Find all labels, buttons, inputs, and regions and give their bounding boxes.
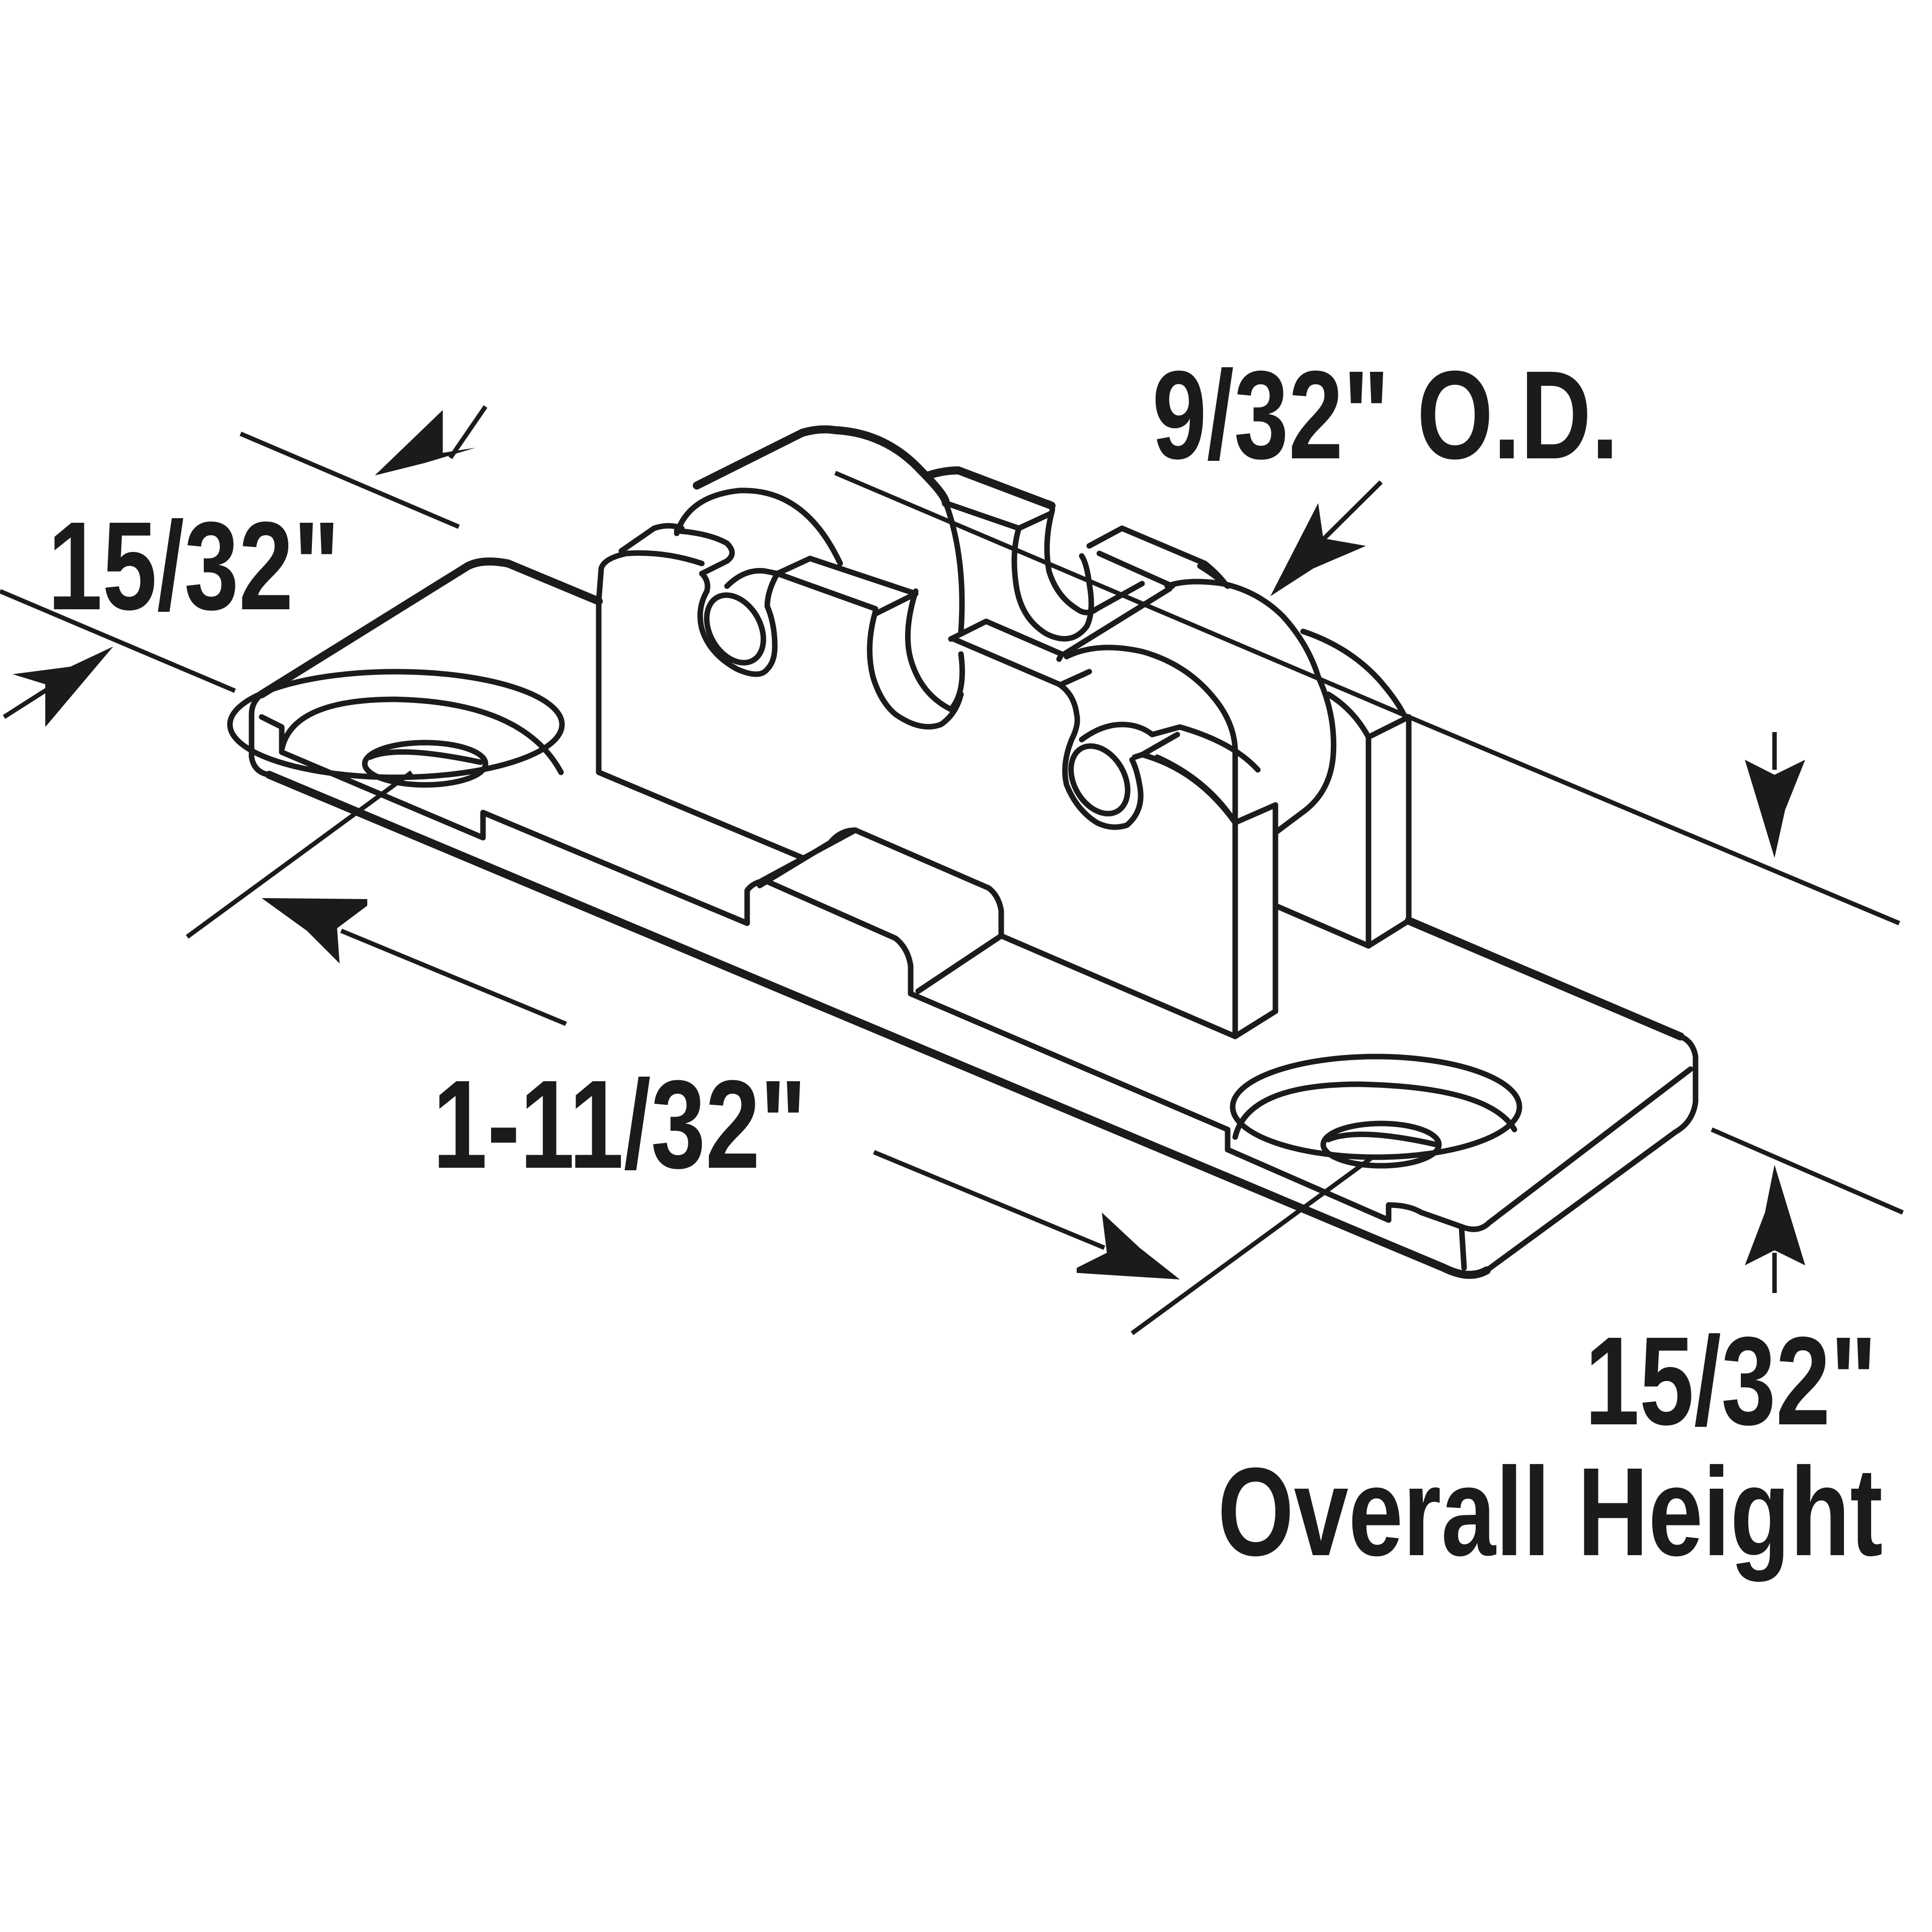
axle-left bbox=[704, 592, 766, 666]
base-plate-front-step bbox=[1459, 1225, 1467, 1271]
hole-left-rim bbox=[227, 669, 565, 780]
mounting-hole-left bbox=[227, 669, 565, 788]
base-plate-top-edge bbox=[258, 557, 603, 698]
cradle-mid-arc bbox=[943, 500, 965, 634]
base-plate-inner-edge bbox=[259, 714, 1694, 1232]
overall-height-dimension-label: 15/32" bbox=[1585, 1311, 1877, 1451]
dim-od-leader bbox=[1321, 480, 1383, 541]
cradle-back-edge bbox=[693, 425, 950, 507]
hole-left-bore-inner bbox=[367, 749, 484, 765]
cradle-third-wheel bbox=[1164, 579, 1337, 836]
dim-height-ext-bottom bbox=[1711, 1127, 1904, 1215]
dim-length-arrow-right bbox=[1077, 1213, 1180, 1279]
hole-right-counterbore bbox=[1232, 1081, 1517, 1140]
base-plate-far-edge bbox=[1405, 917, 1684, 1040]
dim-width-arrow-bottom bbox=[13, 647, 113, 727]
base-plate-right-end bbox=[1484, 1033, 1699, 1273]
dim-od-ext-top bbox=[834, 470, 1410, 719]
roller-od-dimension-label: 9/32" O.D. bbox=[1152, 345, 1619, 485]
dim-length-ext-right bbox=[1131, 1155, 1374, 1335]
cradle-first-lip-back bbox=[774, 571, 878, 612]
hole-right-bore-inner bbox=[1325, 1132, 1439, 1148]
dim-length-line-left bbox=[340, 928, 567, 1026]
housing-front-face bbox=[596, 598, 806, 861]
cradle-mid-tab-front bbox=[1011, 525, 1094, 642]
dim-width-ext-top bbox=[239, 431, 460, 529]
roller-housing bbox=[596, 550, 1412, 1039]
length-dimension-label: 1-11/32" bbox=[433, 1054, 807, 1194]
hole-right-rim bbox=[1230, 1054, 1522, 1160]
cradle-second-step bbox=[1059, 669, 1092, 687]
dim-height-ext-top bbox=[1408, 714, 1900, 926]
base-plate-bottom-edge bbox=[265, 771, 1491, 1279]
cradle-left-cap bbox=[618, 523, 685, 554]
hole-left-bore bbox=[362, 740, 489, 788]
housing-notch-top bbox=[759, 827, 858, 883]
housing-top-left bbox=[596, 550, 705, 604]
cradle-mid-wheel-outer bbox=[867, 608, 964, 730]
cradle-end-wheel-inner bbox=[1325, 691, 1372, 740]
cradle-third-wheel-top bbox=[1197, 563, 1231, 589]
housing-notch-inner bbox=[915, 933, 1004, 994]
dim-od-arrow bbox=[1270, 503, 1366, 596]
dim-overall-height bbox=[1408, 714, 1904, 1293]
cradle-mid-tab-inner bbox=[1044, 510, 1100, 615]
dim-width bbox=[0, 405, 488, 727]
dim-length bbox=[186, 770, 1374, 1335]
cradle-second-slot bbox=[1062, 737, 1144, 830]
cradle-second-wheel-side bbox=[1232, 749, 1278, 836]
housing-end-top bbox=[1365, 714, 1412, 740]
dim-width-leader-top bbox=[448, 405, 488, 459]
dim-length-line-right bbox=[873, 1150, 1105, 1250]
cradle-mid-wheel bbox=[905, 588, 965, 712]
hole-left-counterbore bbox=[279, 696, 564, 775]
cradle-second-wheel-arc bbox=[1064, 645, 1238, 755]
cradle-first-slot bbox=[697, 571, 780, 677]
cradle-right-block-face bbox=[1096, 550, 1175, 589]
dim-roller-od bbox=[834, 470, 1410, 719]
base-plate-left-end bbox=[249, 691, 272, 778]
housing-front-notch bbox=[757, 714, 1412, 1039]
dim-length-arrow-left bbox=[262, 898, 367, 963]
dim-height-arrow-bottom bbox=[1745, 1165, 1805, 1265]
dim-width-ext-bottom bbox=[0, 589, 236, 693]
cradle-second-lip-arc bbox=[1139, 752, 1238, 826]
cradle-first-lip bbox=[724, 555, 919, 617]
cradle-right-diagonal bbox=[1061, 586, 1173, 657]
cradle-end-wheel bbox=[1300, 628, 1407, 717]
cradle-first-wheel-arc bbox=[674, 488, 843, 567]
roller-cradle bbox=[618, 425, 1407, 836]
cradle-back-edge-right bbox=[924, 466, 1056, 510]
base-plate bbox=[249, 557, 1699, 1279]
cradle-mid-step-lower bbox=[950, 636, 1080, 743]
dim-width-arrow-top bbox=[375, 410, 475, 475]
cradle-second-wheel-flank bbox=[1154, 754, 1238, 826]
overall-height-caption: Overall Height bbox=[1218, 1441, 1883, 1582]
mounting-hole-right bbox=[1230, 1054, 1522, 1169]
cradle-left-ear bbox=[674, 528, 735, 594]
dim-height-arrow-top bbox=[1745, 760, 1805, 858]
axle-right bbox=[1068, 743, 1131, 817]
cradle-second-lip bbox=[1079, 721, 1261, 773]
width-dimension-label: 15/32" bbox=[48, 496, 340, 636]
dim-length-ext-left bbox=[186, 770, 413, 939]
cradle-mid-step bbox=[948, 618, 1065, 662]
